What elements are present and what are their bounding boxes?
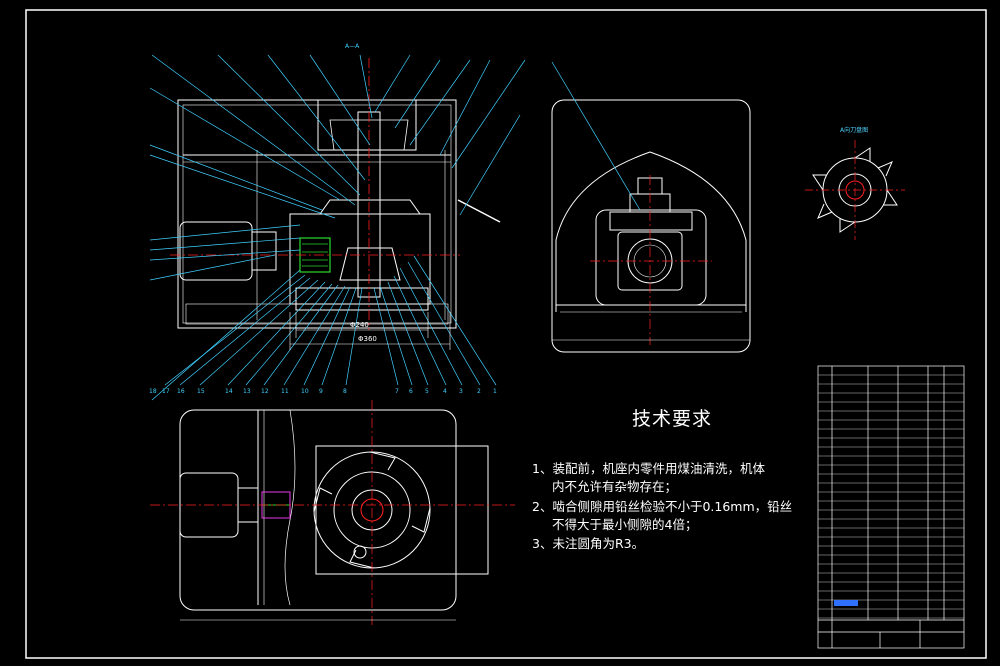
dimension-lines: [289, 312, 451, 350]
dim-outer-width: Φ360: [358, 335, 377, 343]
balloon-number: 11: [281, 388, 289, 395]
balloon-number: 16: [177, 388, 185, 395]
balloon-number: 14: [225, 388, 233, 395]
balloon-row: 18 17 16 15 14 13 12 11 10 9 8 7 6 5 4 3 2 1: [149, 388, 497, 395]
front-section-view: [177, 99, 457, 329]
requirement-line-2: 内不允许有杂物存在；: [552, 479, 678, 494]
leader-lines-top: [149, 54, 526, 281]
balloon-number: 5: [425, 388, 429, 395]
requirement-line-5: 3、未注圆角为R3。: [532, 536, 645, 551]
requirement-line-4: 不得大于最小侧隙的4倍；: [552, 517, 698, 532]
drawing-frame: [25, 9, 987, 659]
balloon-number: 9: [319, 388, 323, 395]
requirement-line-3: 2、啮合侧隙用铅丝检验不小于0.16mm，铅丝: [532, 499, 793, 514]
balloon-number: 10: [301, 388, 309, 395]
dim-inner-width: Φ240: [350, 321, 369, 329]
balloon-number: 6: [409, 388, 413, 395]
parts-list: [817, 365, 965, 649]
cutter-view-label: A向刀盘图: [840, 126, 868, 134]
requirement-line-1: 1、装配前，机座内零件用煤油清洗，机体: [532, 461, 765, 476]
balloon-number: 3: [459, 388, 463, 395]
leader-lines-bottom: [151, 255, 497, 401]
balloon-number: 15: [197, 388, 205, 395]
top-view: [179, 409, 489, 611]
balloon-number: 8: [343, 388, 347, 395]
title-highlight: [834, 600, 858, 606]
balloon-number: 18: [149, 388, 157, 395]
balloon-number: 13: [243, 388, 251, 395]
balloon-number: 4: [443, 388, 447, 395]
technical-requirements-title: 技术要求: [632, 408, 713, 430]
balloon-number: 12: [261, 388, 269, 395]
balloon-number: 17: [162, 388, 170, 395]
parts-list-rows: [818, 374, 964, 619]
balloon-number: 7: [395, 388, 399, 395]
balloon-number: 2: [477, 388, 481, 395]
bevel-gear: [339, 247, 401, 281]
side-view: [551, 99, 751, 353]
section-mark-label: A—A: [345, 43, 360, 50]
balloon-number: 1: [493, 388, 497, 395]
